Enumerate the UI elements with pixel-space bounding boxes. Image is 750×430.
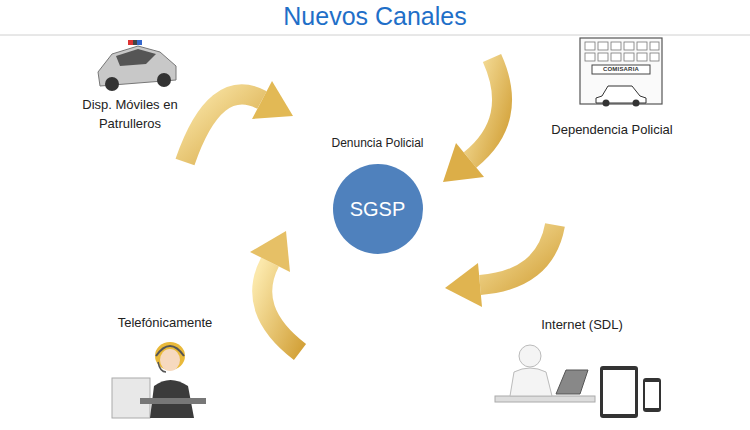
phone-operator xyxy=(112,342,206,418)
diagram-title: Nuevos Canales xyxy=(0,2,750,31)
patrol-car xyxy=(98,40,176,91)
hub-circle: Denuncia PolicialSGSP xyxy=(300,135,455,254)
channel-label: Telefónicamente xyxy=(95,313,235,332)
internet-user xyxy=(495,345,661,418)
channel-label: Disp. Móviles en Patrulleros xyxy=(62,95,198,133)
cycle-arrows xyxy=(185,58,555,352)
channel-label: Dependencia Policial xyxy=(548,120,676,139)
title-rule xyxy=(0,35,750,36)
channel-label: Internet (SDL) xyxy=(520,315,644,334)
node-heading: Denuncia Policial xyxy=(300,135,455,151)
circle-text: SGSP xyxy=(350,198,406,221)
circle-shape: SGSP xyxy=(333,164,423,254)
building-sign: COMISARIA xyxy=(592,66,650,73)
police-station xyxy=(580,38,662,107)
